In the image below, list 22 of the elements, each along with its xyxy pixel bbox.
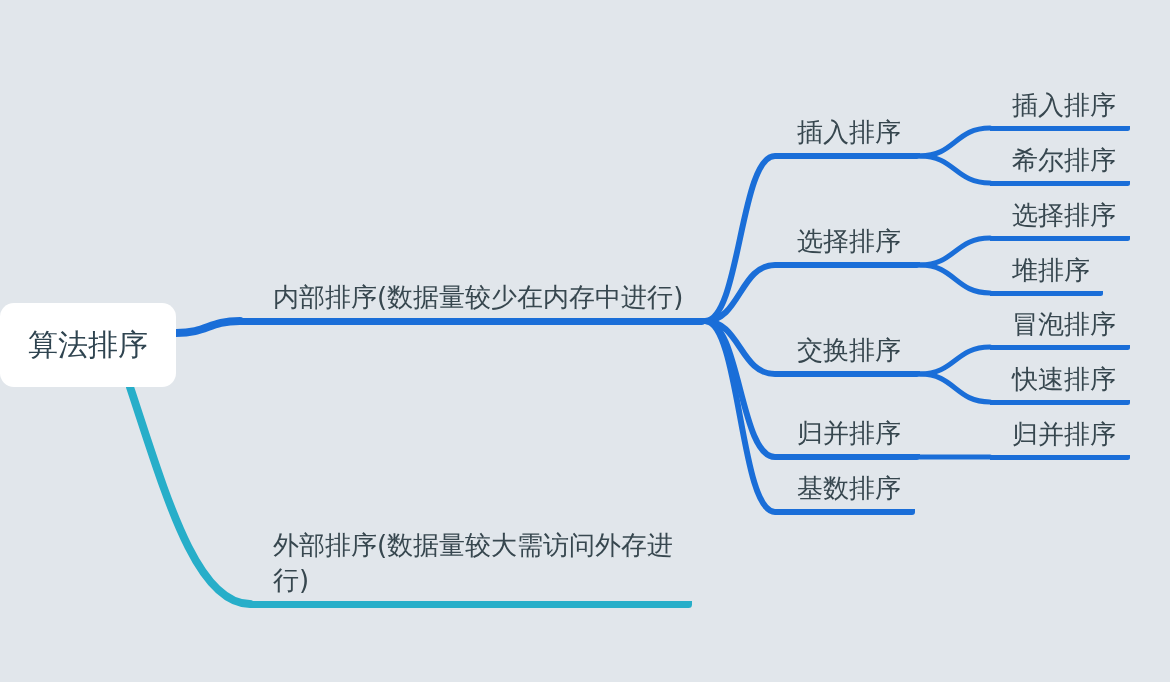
branch-line [917, 262, 993, 296]
topic-label: 内部排序(数据量较少在内存中进行) [240, 279, 705, 325]
topic-label: 冒泡排序 [990, 306, 1130, 350]
topic-label: 插入排序 [990, 87, 1130, 131]
topic-label: 归并排序 [775, 416, 920, 460]
topic-label: 堆排序 [990, 252, 1103, 296]
topic-label: 选择排序 [775, 224, 920, 268]
branch-line [917, 371, 993, 405]
branch-line [917, 344, 993, 377]
branch-line [917, 454, 993, 460]
topic-label: 归并排序 [990, 416, 1130, 460]
topic-label: 选择排序 [990, 197, 1130, 241]
branch-line [917, 235, 993, 268]
topic-label: 交换排序 [775, 333, 920, 377]
root-topic-box: 算法排序 [0, 303, 176, 387]
topic-label: 插入排序 [775, 115, 920, 159]
branch-line [917, 153, 993, 186]
topic-label: 希尔排序 [990, 142, 1130, 186]
branch-line [917, 125, 993, 159]
topic-label: 基数排序 [775, 471, 915, 515]
topic-label: 快速排序 [990, 361, 1130, 405]
topic-label: 外部排序(数据量较大需访问外存进行) [250, 527, 692, 608]
